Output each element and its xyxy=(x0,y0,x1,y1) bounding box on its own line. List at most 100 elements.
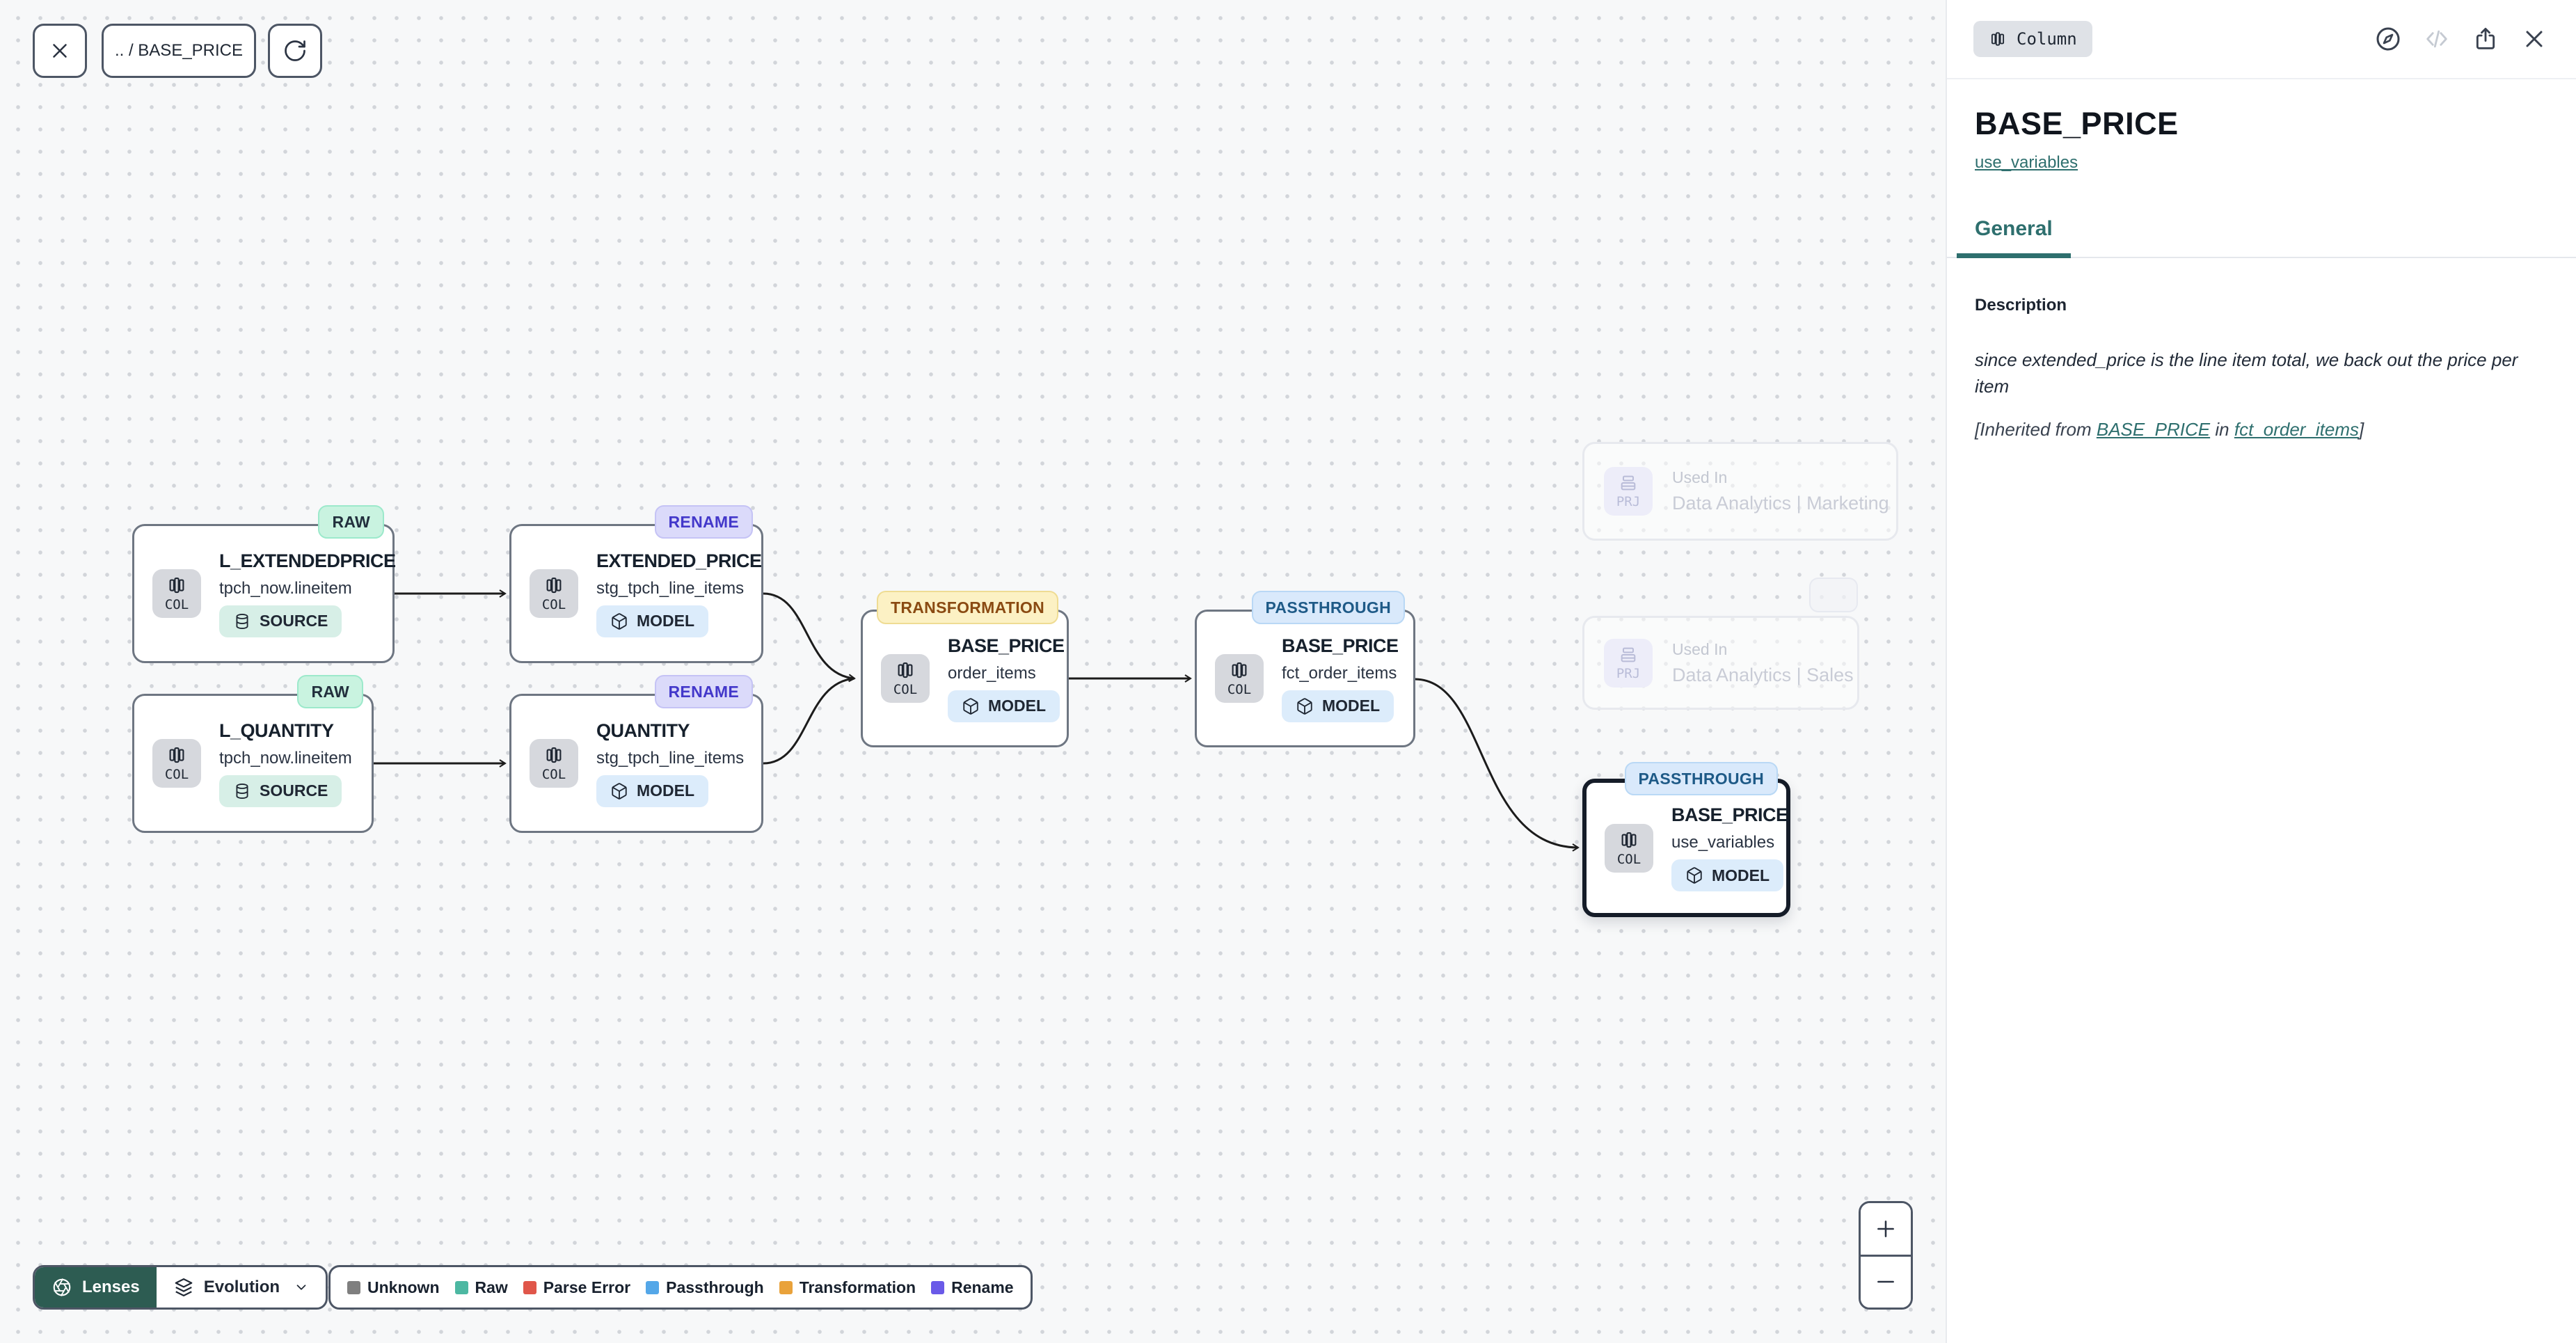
columns-icon xyxy=(169,577,184,594)
kind-pill: MODEL xyxy=(948,690,1060,722)
kind-pill: SOURCE xyxy=(219,774,342,807)
columns-icon xyxy=(169,747,184,763)
zoom-out-button[interactable] xyxy=(1861,1256,1911,1308)
breadcrumb[interactable]: .. / BASE_PRICE xyxy=(102,24,256,78)
description-text: since extended_price is the line item to… xyxy=(1975,349,2518,397)
close-panel-button[interactable] xyxy=(2519,24,2550,54)
node-l-extendedprice[interactable]: RAW COL L_EXTENDEDPRICE tpch_now.lineite… xyxy=(132,505,396,663)
share-button[interactable] xyxy=(2470,24,2501,54)
node-title: BASE_PRICE xyxy=(1282,635,1399,656)
minus-icon xyxy=(1877,1280,1894,1283)
node-title: BASE_PRICE xyxy=(948,635,1065,656)
refresh-button[interactable] xyxy=(268,24,322,78)
aperture-icon xyxy=(53,1278,71,1297)
plus-icon xyxy=(1877,1220,1894,1237)
close-icon xyxy=(2526,31,2543,47)
kind-label: MODEL xyxy=(637,781,695,800)
kind-label: MODEL xyxy=(988,697,1047,715)
used-in-node-marketing[interactable]: PRJ Used In Data Analytics | Marketing xyxy=(1582,442,1898,541)
project-stack-icon xyxy=(1621,475,1636,491)
chip-label: COL xyxy=(1616,851,1641,867)
legend-swatch xyxy=(454,1280,468,1294)
legend-swatch xyxy=(523,1280,536,1294)
node-title: L_EXTENDEDPRICE xyxy=(219,550,396,571)
project-stack-icon xyxy=(1621,647,1636,662)
legend-item: Rename xyxy=(931,1278,1014,1297)
focus-in-graph-button[interactable] xyxy=(2373,24,2403,54)
details-panel-body: BASE_PRICE use_variables General Descrip… xyxy=(1947,79,2576,440)
legend-label: Transformation xyxy=(799,1278,916,1296)
faded-badge xyxy=(1809,578,1858,612)
database-icon xyxy=(236,783,248,799)
used-in-label: Used In xyxy=(1672,639,1728,658)
node-base-price-order-items[interactable]: TRANSFORMATION COL BASE_PRICE order_item… xyxy=(861,591,1069,747)
kind-pill: MODEL xyxy=(1282,690,1394,722)
chip-label: PRJ xyxy=(1616,665,1641,681)
column-type-chip: COL xyxy=(530,739,578,788)
database-icon xyxy=(236,613,248,629)
node-base-price-fct-order-items[interactable]: PASSTHROUGH COL BASE_PRICE fct_order_ite… xyxy=(1195,591,1415,747)
chip-label: COL xyxy=(164,597,189,612)
legend-item: Transformation xyxy=(779,1278,916,1297)
legend-swatch xyxy=(347,1280,360,1294)
legend-item: Passthrough xyxy=(646,1278,764,1297)
description-label: Description xyxy=(1975,296,2067,315)
lens-mode-label: Evolution xyxy=(203,1278,280,1296)
kind-label: MODEL xyxy=(1322,697,1381,715)
details-panel-header: Column xyxy=(1947,0,2576,79)
inherited-model-link[interactable]: fct_order_items xyxy=(2234,419,2360,440)
entity-type-badge: Column xyxy=(1973,21,2092,57)
columns-icon xyxy=(1232,662,1247,678)
inherited-column-link[interactable]: BASE_PRICE xyxy=(2096,419,2211,440)
model-link[interactable]: use_variables xyxy=(1975,153,2078,172)
cube-icon xyxy=(1297,697,1312,715)
kind-label: SOURCE xyxy=(260,612,328,630)
columns-icon xyxy=(898,662,913,678)
evolution-badge: RENAME xyxy=(654,675,753,708)
project-type-chip: PRJ xyxy=(1604,467,1653,516)
legend-item: Raw xyxy=(454,1278,508,1297)
evolution-legend: Unknown Raw Parse Error Passthrough Tran… xyxy=(328,1265,1033,1310)
node-l-quantity[interactable]: RAW COL L_QUANTITY tpch_now.lineitem SOU… xyxy=(132,675,374,833)
description-inherited: [Inherited from BASE_PRICE in fct_order_… xyxy=(1975,419,2548,440)
node-table: fct_order_items xyxy=(1282,663,1397,683)
kind-label: MODEL xyxy=(637,612,695,630)
lens-mode-dropdown[interactable]: Evolution xyxy=(157,1267,326,1308)
layers-icon xyxy=(175,1278,193,1296)
node-table: tpch_now.lineitem xyxy=(219,578,352,598)
panel-actions xyxy=(2373,24,2550,54)
lenses-button[interactable]: Lenses xyxy=(35,1267,157,1308)
kind-pill: MODEL xyxy=(596,774,709,807)
legend-label: Parse Error xyxy=(543,1278,631,1296)
zoom-in-button[interactable] xyxy=(1861,1203,1911,1257)
node-extended-price[interactable]: RENAME COL EXTENDED_PRICE stg_tpch_line_… xyxy=(509,505,763,663)
node-table: stg_tpch_line_items xyxy=(596,578,745,598)
node-quantity[interactable]: RENAME COL QUANTITY stg_tpch_line_items … xyxy=(509,675,763,833)
column-type-chip: COL xyxy=(1215,654,1264,703)
chip-label: PRJ xyxy=(1616,494,1641,509)
node-table: order_items xyxy=(948,663,1036,683)
share-icon xyxy=(2476,27,2495,49)
legend-label: Passthrough xyxy=(666,1278,764,1296)
node-table: tpch_now.lineitem xyxy=(219,748,352,768)
chip-label: COL xyxy=(164,767,189,782)
cube-icon xyxy=(963,697,978,715)
close-lineage-button[interactable] xyxy=(33,24,87,78)
node-title: EXTENDED_PRICE xyxy=(596,550,762,571)
compass-icon xyxy=(2376,27,2400,51)
cube-icon xyxy=(1687,867,1702,884)
view-code-button[interactable] xyxy=(2422,24,2452,54)
column-type-chip: COL xyxy=(881,654,930,703)
used-in-node-sales[interactable]: PRJ Used In Data Analytics | Sales xyxy=(1582,616,1859,710)
evolution-badge: RAW xyxy=(318,505,384,539)
legend-swatch xyxy=(779,1280,793,1294)
kind-label: SOURCE xyxy=(260,781,328,800)
inherited-middle: in xyxy=(2210,419,2234,440)
node-base-price-use-variables[interactable]: PASSTHROUGH COL BASE_PRICE use_variables… xyxy=(1582,762,1790,917)
kind-pill: MODEL xyxy=(1671,859,1784,891)
tab-general[interactable]: General xyxy=(1957,217,2071,258)
column-type-chip: COL xyxy=(152,739,201,788)
lenses-control[interactable]: Lenses Evolution xyxy=(33,1265,328,1310)
kind-label: MODEL xyxy=(1712,866,1770,884)
